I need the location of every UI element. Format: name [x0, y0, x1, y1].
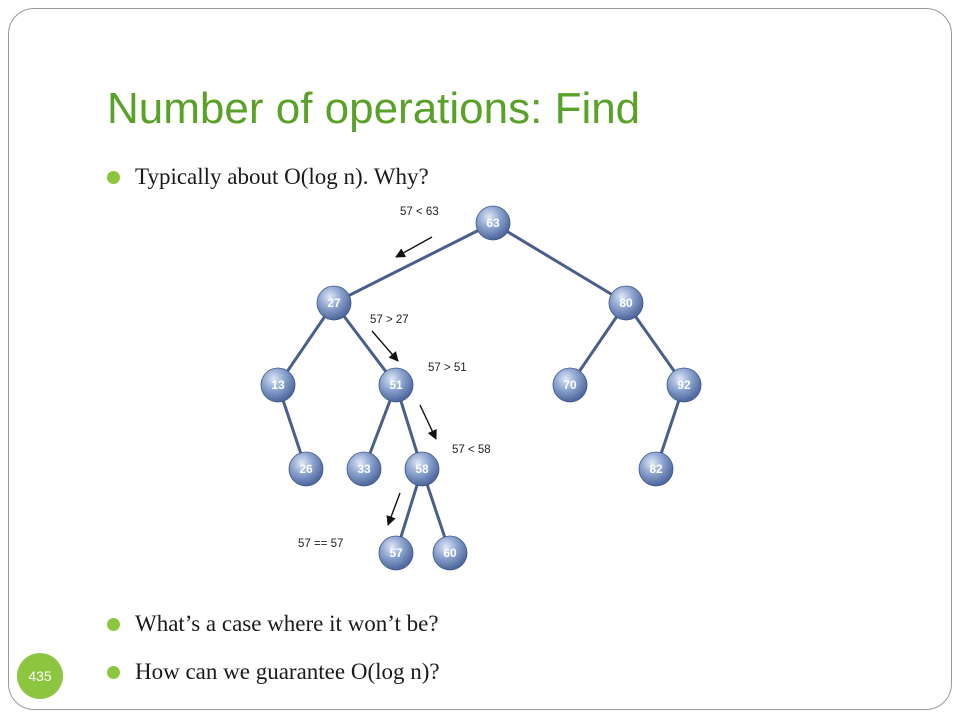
bullet-item: How can we guarantee O(log n)? [107, 659, 440, 685]
tree-node-51: 51 [378, 367, 414, 403]
search-path-arrow [371, 330, 399, 362]
node-layer: 63 27 80 13 51 70 92 26 33 58 82 57 60 [260, 205, 702, 571]
bullet-dot-icon [107, 617, 120, 631]
tree-node-80: 80 [608, 285, 644, 321]
tree-node-57: 57 [378, 535, 414, 571]
tree-node-label: 70 [563, 378, 577, 392]
tree-node-circle [260, 367, 296, 403]
tree-node-circle [288, 451, 324, 487]
search-path-arrow [386, 492, 401, 526]
tree-node-33: 33 [346, 451, 382, 487]
tree-node-58: 58 [404, 451, 440, 487]
comparison-label: 57 < 58 [452, 444, 491, 456]
tree-node-27: 27 [316, 285, 352, 321]
edge-layer [276, 221, 686, 554]
bst-diagram: 63 27 80 13 51 70 92 26 33 58 82 57 60 57 < 63 57 > 2… [260, 205, 702, 571]
page-number-badge: 435 [17, 653, 63, 699]
tree-edge [333, 221, 494, 305]
comparison-label: 57 == 57 [298, 538, 343, 550]
slide-title: Number of operations: Find [107, 84, 641, 133]
tree-node-circle [552, 367, 588, 403]
tree-edge [492, 221, 627, 305]
tree-node-circle [638, 451, 674, 487]
tree-node-label: 57 [389, 546, 403, 560]
bullet-text: What’s a case where it won’t be? [135, 611, 439, 636]
tree-node-label: 82 [649, 462, 663, 476]
tree-node-label: 51 [389, 378, 403, 392]
tree-node-60: 60 [432, 535, 468, 571]
tree-node-circle [316, 285, 352, 321]
tree-node-label: 80 [619, 296, 633, 310]
bullet-text: Typically about O(log n). Why? [135, 164, 429, 189]
tree-node-label: 58 [415, 462, 429, 476]
comparison-label: 57 > 51 [428, 362, 467, 374]
bullet-list: Typically about O(log n). Why? What’s a … [107, 0, 927, 720]
tree-node-circle [404, 451, 440, 487]
bullet-item: What’s a case where it won’t be? [107, 611, 439, 637]
search-path-arrow [419, 404, 437, 440]
tree-node-label: 13 [271, 378, 285, 392]
tree-node-label: 63 [486, 216, 500, 230]
tree-node-circle [346, 451, 382, 487]
tree-node-circle [666, 367, 702, 403]
bullet-dot-icon [107, 170, 120, 184]
tree-node-82: 82 [638, 451, 674, 487]
comparison-label: 57 < 63 [400, 206, 439, 218]
tree-node-label: 92 [677, 378, 691, 392]
tree-node-circle [378, 535, 414, 571]
tree-node-label: 27 [327, 296, 341, 310]
tree-node-circle [378, 367, 414, 403]
tree-node-label: 26 [299, 462, 313, 476]
tree-node-92: 92 [666, 367, 702, 403]
tree-node-circle [475, 205, 511, 241]
slide-frame [8, 8, 952, 710]
tree-node-label: 60 [443, 546, 457, 560]
tree-node-63: 63 [475, 205, 511, 241]
bullet-dot-icon [107, 665, 120, 679]
tree-node-13: 13 [260, 367, 296, 403]
tree-node-circle [608, 285, 644, 321]
bullet-text: How can we guarantee O(log n)? [135, 659, 440, 684]
comparison-label-layer: 57 < 63 57 > 27 57 > 51 57 < 58 57 == 57 [298, 206, 491, 550]
tree-node-label: 33 [357, 462, 371, 476]
arrow-layer [371, 236, 437, 526]
bullet-item: Typically about O(log n). Why? [107, 164, 429, 190]
comparison-label: 57 > 27 [370, 314, 409, 326]
tree-node-circle [432, 535, 468, 571]
search-path-arrow [395, 236, 433, 258]
tree-node-26: 26 [288, 451, 324, 487]
tree-node-70: 70 [552, 367, 588, 403]
